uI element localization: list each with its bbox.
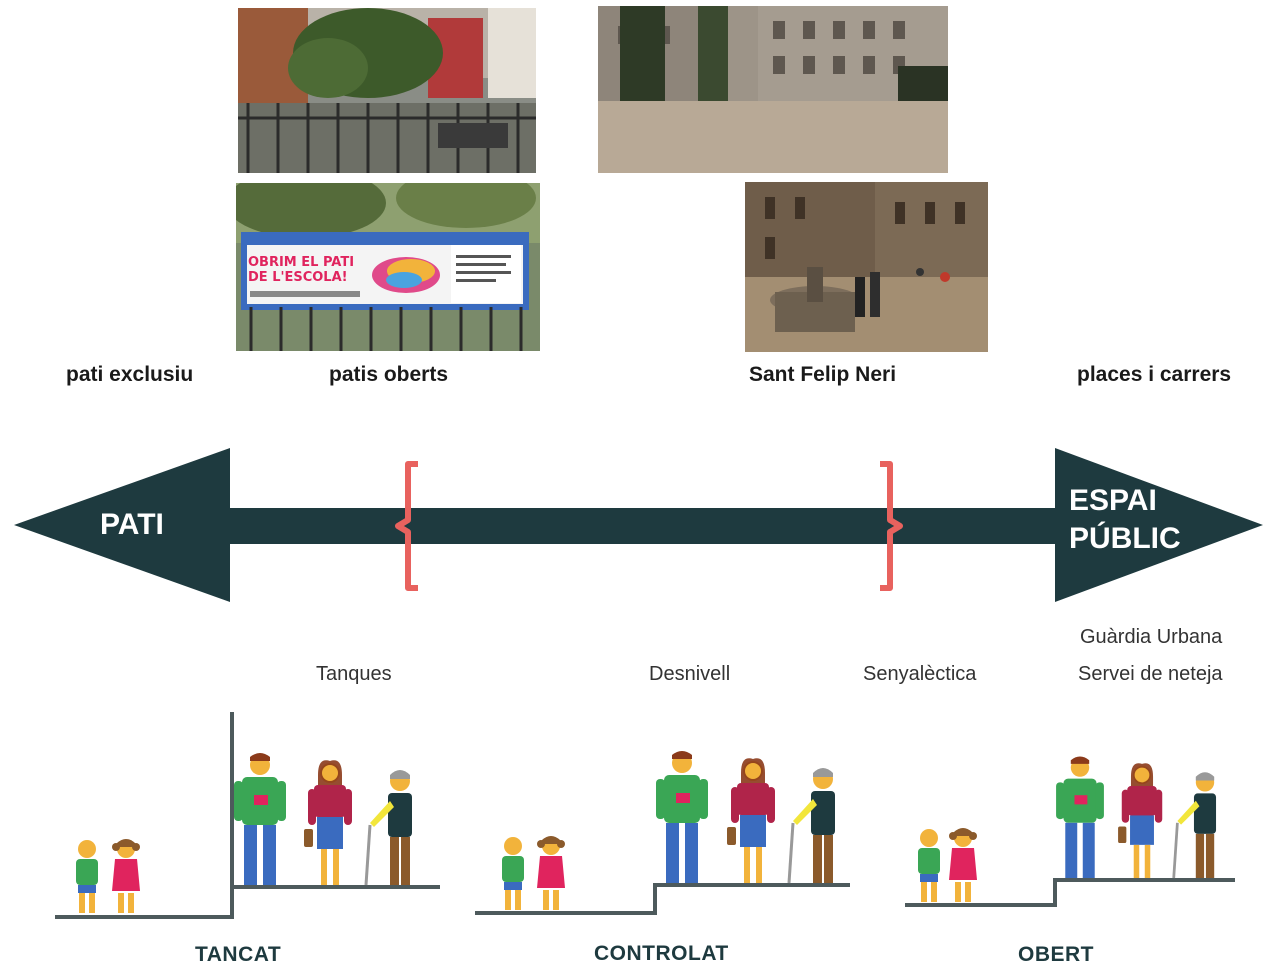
caption-places-carrers: places i carrers [1077,363,1232,386]
scene-tancat [55,712,440,919]
banner-line-1: OBRIM EL PATI [248,255,355,270]
bracket-right [880,461,903,591]
photo-sant-felip-neri [745,182,988,352]
photo-open-square [598,6,948,173]
caption-patis-oberts: patis oberts [329,363,449,386]
photo-school-banner: OBRIM EL PATI DE L'ESCOLA! [236,183,540,351]
photo-school-yard [238,8,536,173]
arrow-head-left [14,448,230,602]
double-arrow [14,448,1263,602]
label-desnivell: Desnivell [649,663,731,685]
people-scenes [55,712,1235,919]
caption-pati-exclusiu: pati exclusiu [66,363,194,386]
arrow-head-right [1055,448,1263,602]
level-controlat: CONTROLAT [594,942,729,965]
scene-controlat [475,751,850,915]
arrow-label-espai-line1: ESPAI [1069,484,1157,517]
label-guardia-urbana: Guàrdia Urbana [1080,626,1223,648]
level-obert: OBERT [1018,943,1094,966]
banner-line-2: DE L'ESCOLA! [248,270,348,285]
arrow-shaft [225,508,1057,544]
arrow-label-pati: PATI [100,508,164,541]
label-servei-neteja: Servei de neteja [1078,663,1223,685]
caption-sant-felip-neri: Sant Felip Neri [749,363,897,386]
label-tanques: Tanques [316,663,392,685]
scene-obert [905,756,1235,907]
bracket-left [395,461,418,591]
level-tancat: TANCAT [195,943,282,966]
label-senyalectica: Senyalèctica [863,663,977,685]
arrow-label-espai-line2: PÚBLIC [1069,522,1181,555]
